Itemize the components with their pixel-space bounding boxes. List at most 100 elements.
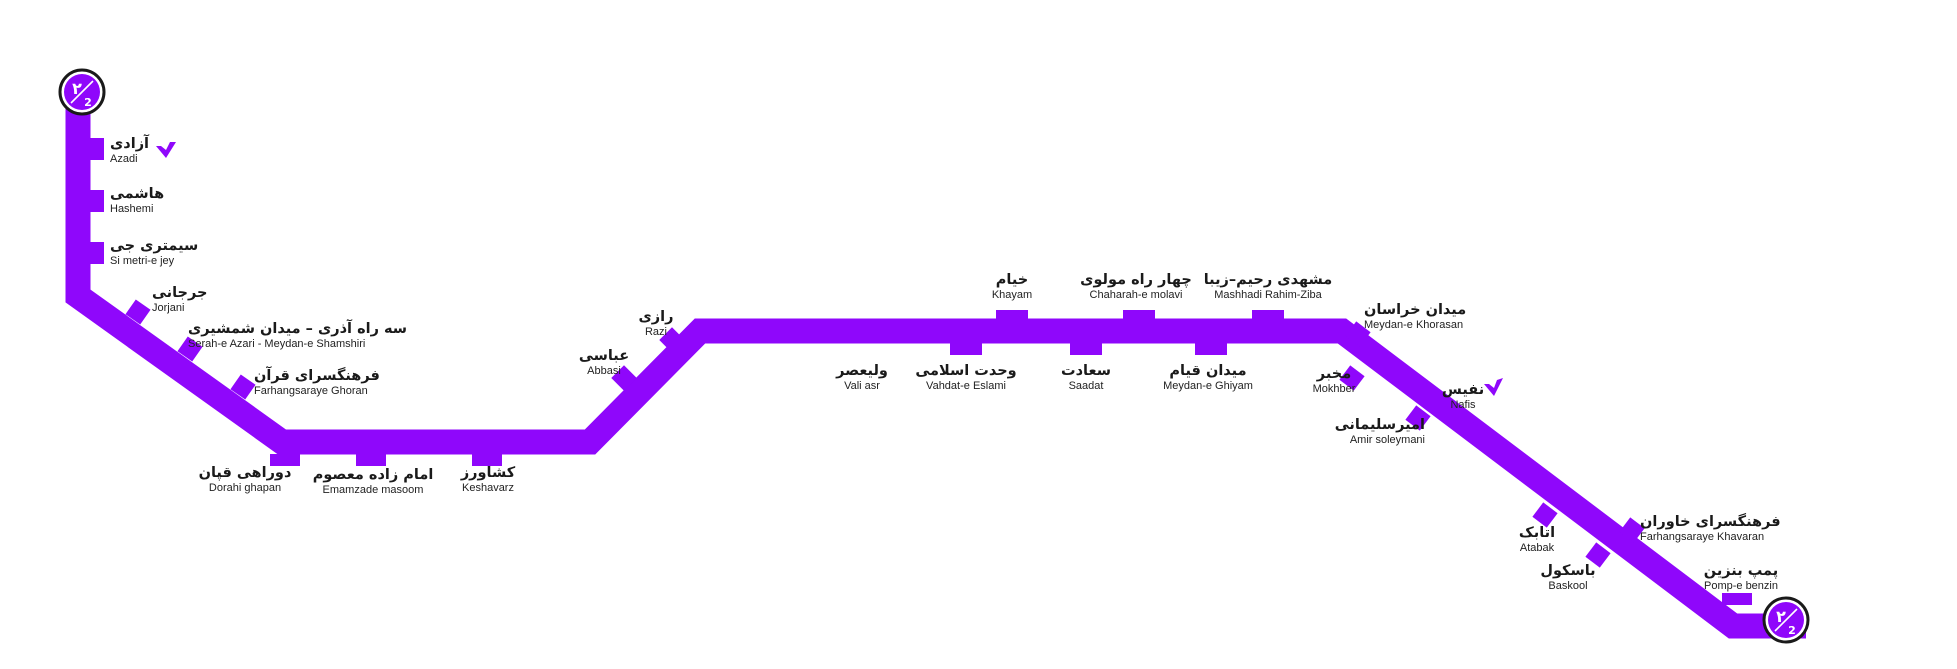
station-name-fa: خیام xyxy=(995,272,1029,288)
station-tick xyxy=(1585,542,1611,568)
station-tick xyxy=(1722,593,1752,605)
station-simetri[interactable]: سیمتری جی Si metri-e jey xyxy=(110,238,198,267)
station-name-en: Azadi xyxy=(110,152,138,165)
station-tick xyxy=(125,299,151,325)
station-name-en: Farhangsaraye Ghoran xyxy=(254,384,368,397)
station-keshavarz[interactable]: کشاورز Keshavarz xyxy=(461,465,515,494)
station-vahdat[interactable]: وحدت اسلامی Vahdat-e Eslami xyxy=(915,363,1016,392)
station-name-fa: باسکول xyxy=(1540,563,1596,579)
route-line xyxy=(65,92,1806,639)
station-name-en: Serah-e Azari - Meydan-e Shamshiri xyxy=(188,337,366,350)
station-tick xyxy=(1252,310,1284,322)
station-name-en: Chaharah-e molavi xyxy=(1089,288,1183,301)
station-name-en: Keshavarz xyxy=(462,481,514,494)
station-tick xyxy=(1405,405,1431,431)
station-nafis[interactable]: نفیس Nafis xyxy=(1442,382,1484,411)
station-name-en: Mashhadi Rahim-Ziba xyxy=(1214,288,1322,301)
station-jorjani[interactable]: جرجانی Jorjani xyxy=(152,285,207,314)
svg-text:2: 2 xyxy=(1788,624,1796,637)
station-name-fa: امیرسلیمانی xyxy=(1334,417,1425,433)
station-name-en: Si metri-e jey xyxy=(110,254,175,267)
station-dorahi[interactable]: دوراهی قپان Dorahi ghapan xyxy=(199,465,292,494)
station-name-en: Vahdat-e Eslami xyxy=(926,379,1006,392)
station-ticks xyxy=(90,138,1752,605)
station-name-en: Baskool xyxy=(1548,579,1588,592)
station-farhang-ghoran[interactable]: فرهنگسرای قرآن Farhangsaraye Ghoran xyxy=(254,368,380,397)
station-name-en: Atabak xyxy=(1519,541,1555,554)
station-mashhadi[interactable]: مشهدی رحیم–زیبا Mashhadi Rahim-Ziba xyxy=(1204,272,1333,301)
station-name-en: Khayam xyxy=(991,288,1033,301)
station-name-fa: سعادت xyxy=(1061,363,1111,379)
station-name-fa: امام زاده معصوم xyxy=(312,467,434,483)
station-tick xyxy=(472,454,502,466)
station-amir[interactable]: امیرسلیمانی Amir soleymani xyxy=(1335,417,1425,446)
station-name-en: Dorahi ghapan xyxy=(208,481,282,494)
station-name-fa: پمپ بنزین xyxy=(1703,563,1779,579)
station-tick xyxy=(90,138,104,160)
station-name-fa: میدان قیام xyxy=(1169,363,1247,379)
station-name-fa: رازی xyxy=(638,309,674,325)
station-mokhber[interactable]: مخبر Mokhber xyxy=(1313,366,1356,395)
station-name-en: Razi xyxy=(644,325,667,338)
station-name-fa: میدان خراسان xyxy=(1364,302,1467,318)
station-tick xyxy=(1195,343,1227,355)
station-name-fa: جرجانی xyxy=(152,285,208,301)
station-serah[interactable]: سه راه آذری – میدان شمشیری Serah-e Azari… xyxy=(188,321,407,350)
station-tick xyxy=(1123,310,1155,322)
station-name-en: Vali asr xyxy=(844,379,880,392)
station-valiasr[interactable]: ولیعصر Vali asr xyxy=(836,363,888,392)
station-name-en: Hashemi xyxy=(110,202,154,215)
station-pomp[interactable]: پمپ بنزین Pomp-e benzin xyxy=(1704,563,1778,592)
station-name-en: Nafis xyxy=(1450,398,1476,411)
station-tick xyxy=(1339,365,1365,391)
station-molavi[interactable]: چهار راه مولوی Chaharah-e molavi xyxy=(1080,272,1192,301)
station-name-fa: وحدت اسلامی xyxy=(915,363,1017,379)
station-tick xyxy=(1619,517,1645,543)
station-name-en: Meydan-e Ghiyam xyxy=(1163,379,1253,392)
check-icon xyxy=(1484,378,1503,396)
svg-text:۲: ۲ xyxy=(72,79,82,98)
station-abbasi[interactable]: عباسی Abbasi xyxy=(579,348,629,377)
station-name-fa: فرهنگسرای قرآن xyxy=(254,368,380,384)
station-tick xyxy=(1532,502,1558,528)
line-badge-end: ۲ 2 xyxy=(1762,596,1810,644)
station-name-fa: ولیعصر xyxy=(836,363,888,379)
station-tick xyxy=(270,454,300,466)
station-ghiyam[interactable]: میدان قیام Meydan-e Ghiyam xyxy=(1163,363,1253,392)
station-name-en: Jorjani xyxy=(152,301,185,314)
station-name-fa: مخبر xyxy=(1316,366,1352,382)
station-atabak[interactable]: اتابک Atabak xyxy=(1519,525,1555,554)
station-razi[interactable]: رازی Razi xyxy=(639,309,674,338)
station-name-fa: نفیس xyxy=(1441,382,1485,398)
station-tick xyxy=(356,454,386,466)
station-tick xyxy=(230,374,256,400)
station-khayam[interactable]: خیام Khayam xyxy=(992,272,1032,301)
station-farhang-khavaran[interactable]: فرهنگسرای خاوران Farhangsaraye Khavaran xyxy=(1640,514,1781,543)
station-saadat[interactable]: سعادت Saadat xyxy=(1061,363,1111,392)
station-name-fa: دوراهی قپان xyxy=(198,465,292,481)
svg-text:2: 2 xyxy=(84,96,92,109)
station-tick xyxy=(1345,321,1371,347)
station-name-en: Amir soleymani xyxy=(1349,433,1425,446)
station-baskool[interactable]: باسکول Baskool xyxy=(1540,563,1595,592)
station-name-en: Mokhber xyxy=(1312,382,1356,395)
station-tick xyxy=(950,343,982,355)
station-name-en: Meydan-e Khorasan xyxy=(1364,318,1464,331)
station-khorasan[interactable]: میدان خراسان Meydan-e Khorasan xyxy=(1364,302,1466,331)
station-tick xyxy=(177,336,203,362)
station-emamzade[interactable]: امام زاده معصوم Emamzade masoom xyxy=(313,467,434,496)
station-azadi[interactable]: آزادی Azadi xyxy=(110,136,149,165)
station-tick xyxy=(90,190,104,212)
station-name-en: Saadat xyxy=(1068,379,1104,392)
station-name-fa: مشهدی رحیم–زیبا xyxy=(1203,272,1333,288)
station-hashemi[interactable]: هاشمی Hashemi xyxy=(110,186,164,215)
station-tick xyxy=(659,327,685,353)
station-name-fa: کشاورز xyxy=(460,465,516,481)
station-name-fa: سیمتری جی xyxy=(110,238,199,254)
station-name-fa: آزادی xyxy=(110,136,150,152)
station-tick xyxy=(90,242,104,264)
station-name-en: Abbasi xyxy=(587,364,621,377)
station-name-fa: عباسی xyxy=(578,348,630,364)
check-icon xyxy=(156,142,176,158)
